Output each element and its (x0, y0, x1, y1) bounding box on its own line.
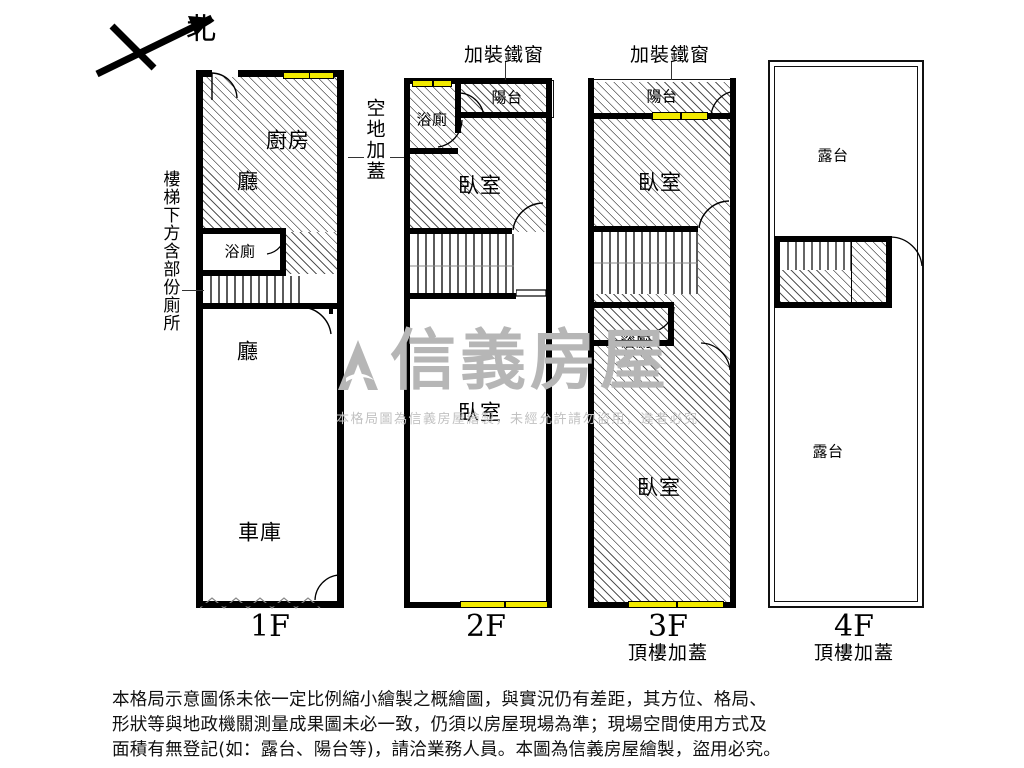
floor-2f-wall-bath-right-lower (455, 115, 461, 133)
footer-line-1: 本格局示意圖係未依一定比例縮小繪製之概繪圖，與實況仍有差距，其方位、格局、 (112, 690, 767, 710)
callout-3f-iron-window: 加裝鐵窗 (629, 44, 711, 66)
floor-2f-bedroom-door-icon (512, 202, 544, 231)
north-arrow-icon (95, 14, 214, 78)
floor-2f-wall-bath-bottom (408, 148, 458, 154)
floor-caption-4f: 4F 頂樓加蓋 (814, 612, 894, 666)
floor-caption-3f: 3F 頂樓加蓋 (628, 612, 708, 666)
floor-1f-entry-opening (212, 70, 238, 77)
floor-3f-wall-bath-top (588, 302, 674, 308)
floor-2f-wall-right (546, 78, 552, 608)
floor-caption-3f-sub: 頂樓加蓋 (627, 642, 709, 664)
floor-2f-wall-stair-post (510, 293, 516, 299)
floor-2f-wall-balcony-bottom (459, 112, 552, 118)
floor-4f-wall-stairbox-right (886, 236, 892, 308)
floor-3f-rear-door-icon (700, 342, 731, 371)
floor-4f-outline-inner (774, 66, 918, 602)
floor-3f-wall-bath-right (668, 302, 674, 342)
floor-4f-wall-stairbox-top (774, 236, 892, 242)
floor-1f-garage-folding-door-icon (200, 597, 322, 609)
room-label-1f-bathroom: 浴廁 (224, 242, 256, 261)
floor-4f-wall-stairbox-left (774, 236, 780, 308)
floor-caption-1f-number: 1F (250, 609, 290, 644)
floor-4f-stairbox-divider (851, 242, 853, 302)
floor-1f-wall-stair-bottom (203, 303, 340, 309)
floor-1f-stairs (203, 276, 300, 306)
callout-2f-leader (505, 62, 507, 80)
note-stair-toilet-leader (182, 290, 204, 292)
floor-4f-hatch-stairbox (780, 242, 886, 302)
floor-1f-hatch-upper (200, 74, 340, 232)
floor-2f-wall-bath-right-upper (455, 78, 461, 118)
floor-2f-wall-left (404, 78, 410, 608)
floor-1f-hall-door-icon (300, 306, 333, 335)
floor-1f-bathroom-door-icon (266, 232, 286, 255)
room-label-2f-bedroom-front: 臥室 (458, 173, 502, 198)
note-vacant-land-leader-right (390, 157, 406, 159)
room-label-3f-bedroom-rear: 臥室 (637, 475, 681, 500)
note-vacant-land: 空地加蓋 (363, 98, 386, 182)
note-vacant-land-leader-left (348, 157, 364, 159)
floor-3f-wall-bath-bottom (588, 340, 674, 346)
floor-3f-window-bottom (628, 600, 724, 608)
floor-3f-balcony-door-icon (710, 90, 737, 117)
floor-caption-3f-number: 3F (648, 609, 688, 644)
room-label-3f-bathroom: 浴廁 (620, 332, 652, 351)
floor-2f-bathroom-door-icon (437, 119, 463, 148)
floor-2f-wall-top (404, 78, 552, 84)
footer-disclaimer: 本格局示意圖係未依一定比例縮小繪製之概繪圖，與實況仍有差距，其方位、格局、 形狀… (112, 688, 912, 763)
floor-3f-bedroom-door-icon (698, 200, 730, 229)
room-label-1f-hall-upper: 廳 (237, 169, 259, 194)
room-label-4f-terrace-lower: 露台 (812, 442, 844, 461)
floor-caption-2f-number: 2F (466, 609, 506, 644)
floor-1f-kitchen-door-icon (211, 72, 238, 100)
floor-3f-wall-right (730, 78, 736, 608)
floor-4f-wall-stairbox-bottom (774, 302, 892, 308)
floor-caption-2f: 2F (466, 612, 506, 642)
north-label: 北 (186, 12, 216, 47)
floor-2f-wall-stair-bottom (404, 293, 514, 299)
floor-1f-wall-top (196, 70, 344, 77)
room-label-2f-bathroom: 浴廁 (416, 110, 448, 129)
floor-2f-balcony-door-icon (459, 92, 485, 119)
floor-3f-bathroom-door-icon (650, 306, 675, 333)
callout-3f-leader (671, 62, 673, 80)
floor-2f-rear-door-icon (516, 289, 547, 297)
room-label-3f-bedroom-front: 臥室 (638, 170, 682, 195)
floor-1f-wall-bath-right (280, 228, 286, 274)
floor-1f-wall-bath-bottom (203, 270, 286, 276)
floor-2f-window-bottom (460, 600, 548, 608)
floor-2f-wall-bedroom-bottom (404, 228, 512, 234)
floor-4f-stair-door-icon (890, 236, 923, 267)
floor-1f-wall-right (337, 70, 344, 608)
footer-line-3: 面積有無登記(如：露台、陽台等)，請洽業務人員。本圖為信義房屋繪製，盜用必究。 (112, 739, 781, 760)
floor-caption-4f-number: 4F (834, 609, 874, 644)
room-label-2f-balcony: 陽台 (491, 88, 523, 107)
floor-1f-garage-side-door-icon (314, 574, 340, 601)
floor-caption-1f: 1F (250, 612, 290, 642)
room-label-1f-garage: 車庫 (238, 520, 282, 545)
floor-3f-window-balcony (652, 112, 708, 120)
room-label-1f-hall-lower: 廳 (237, 339, 259, 364)
callout-2f-iron-window: 加裝鐵窗 (463, 44, 545, 66)
floor-3f-wall-bedroom-bottom (588, 226, 698, 232)
floor-1f-window-top (283, 71, 334, 79)
floor-2f-window-top (412, 79, 452, 87)
floor-caption-4f-sub: 頂樓加蓋 (813, 642, 895, 664)
room-label-3f-balcony: 陽台 (646, 87, 678, 106)
floor-1f-wall-bath-top (203, 228, 286, 234)
floor-1f-wall-left (196, 70, 203, 608)
floor-2f-hatch-balcony (462, 82, 552, 116)
room-label-1f-kitchen: 廚房 (266, 128, 310, 153)
footer-line-2: 形狀等與地政機關測量成果圖未必一致，仍須以房屋現場為準；現場空間使用方式及 (112, 714, 767, 735)
room-label-4f-terrace-upper: 露台 (817, 146, 849, 165)
floor-4f-outline-outer (768, 60, 924, 608)
floor-2f-stairs (410, 234, 514, 298)
floor-4f-stairs (780, 242, 852, 270)
room-label-2f-bedroom-rear: 臥室 (458, 400, 502, 425)
floor-1f-hatch-side (282, 232, 340, 274)
note-stair-toilet: 樓梯下方含部份廁所 (159, 170, 180, 332)
floor-3f-stairs (594, 232, 698, 294)
